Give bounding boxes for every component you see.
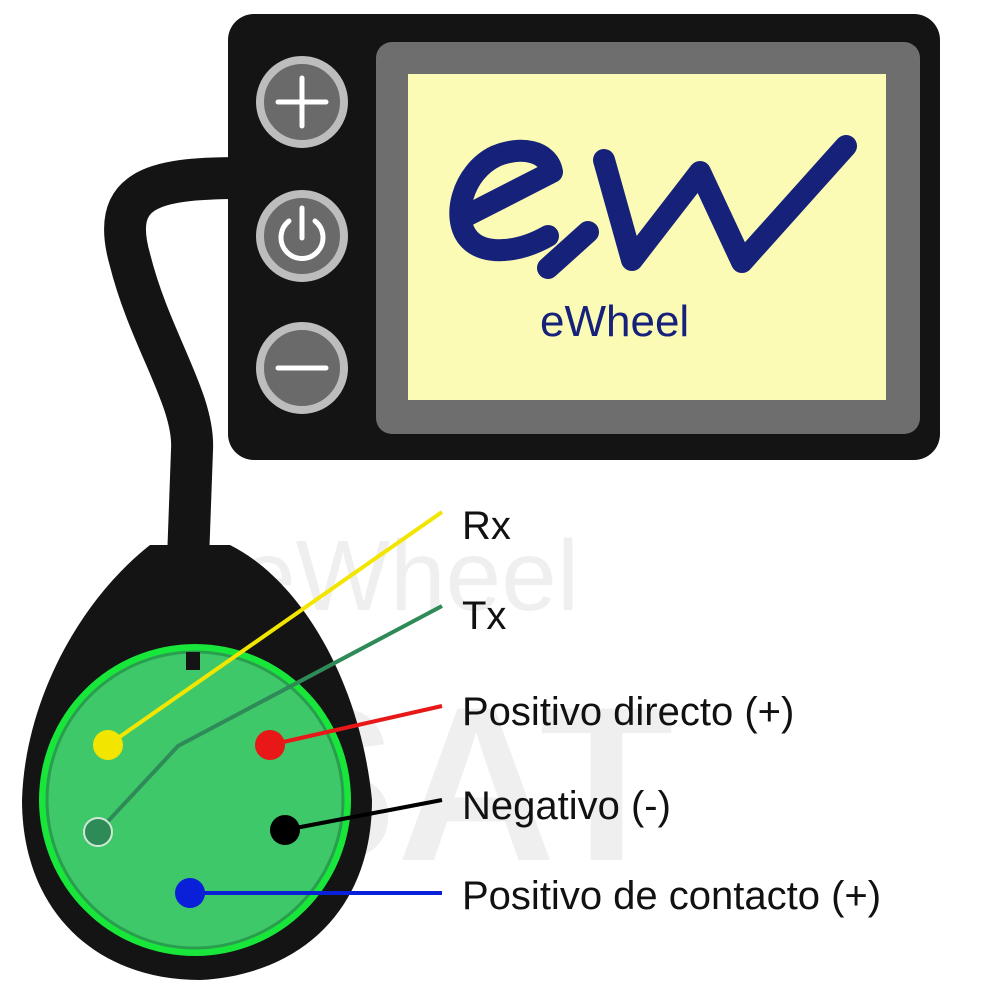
rx-leader <box>106 510 444 747</box>
pin-positivo-contacto <box>175 878 205 908</box>
power-icon <box>278 205 326 261</box>
tx-leader <box>96 604 443 834</box>
pin-positivo-directo <box>255 730 285 760</box>
connector-key <box>186 652 200 670</box>
label-rx: Rx <box>462 504 511 548</box>
pin-tx <box>83 817 113 847</box>
brand-name: eWheel <box>540 297 689 346</box>
brand-logo <box>449 135 857 279</box>
pin-negativo <box>270 815 300 845</box>
label-tx: Tx <box>462 594 507 638</box>
pin-rx <box>93 730 123 760</box>
plus-button[interactable] <box>256 56 348 148</box>
label-negativo: Negativo (-) <box>462 784 671 828</box>
label-positivo-directo: Positivo directo (+) <box>462 690 795 734</box>
label-positivo-contacto: Positivo de contacto (+) <box>462 874 882 918</box>
minus-button[interactable] <box>256 322 348 414</box>
plus-icon <box>275 75 329 129</box>
leader-lines <box>96 510 444 895</box>
power-button[interactable] <box>256 190 348 282</box>
positivo-directo-leader <box>269 704 443 747</box>
cable <box>104 157 261 581</box>
negativo-leader <box>284 798 443 832</box>
pins <box>83 730 300 908</box>
